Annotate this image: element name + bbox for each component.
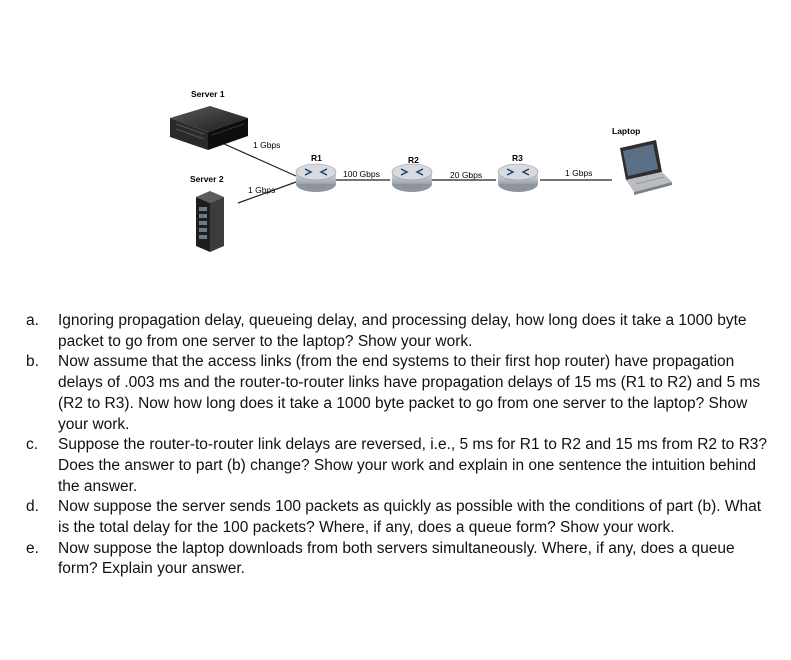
- server-2-icon: [196, 191, 224, 252]
- router-r3-label: R3: [512, 153, 523, 163]
- question-letter: a.: [26, 312, 39, 329]
- router-r1-label: R1: [311, 153, 322, 163]
- laptop-icon: [620, 140, 672, 195]
- question-letter: c.: [26, 436, 39, 454]
- server-2-label: Server 2: [190, 174, 224, 184]
- link-label-r2-r3: 20 Gbps: [450, 170, 483, 180]
- question-b: b. Now assume that the access links (fro…: [26, 352, 776, 435]
- network-diagram-graphics: [170, 106, 672, 252]
- router-r2-icon: [391, 163, 433, 192]
- question-a: a. Ignoring propagation delay, queueing …: [26, 311, 776, 352]
- question-d: d. Now suppose the server sends 100 pack…: [26, 497, 776, 538]
- question-text: Now assume that the access links (from t…: [58, 353, 761, 433]
- link-label-r1-r2: 100 Gbps: [343, 169, 380, 179]
- server-1-label: Server 1: [191, 89, 225, 99]
- question-text: Suppose the router-to-router link delays…: [58, 436, 768, 495]
- question-letter: d.: [26, 498, 39, 516]
- question-text: Now suppose the server sends 100 packets…: [58, 498, 762, 537]
- question-text: Now suppose the laptop downloads from bo…: [58, 539, 735, 578]
- question-letter: b.: [26, 353, 39, 371]
- question-letter: e.: [26, 539, 39, 557]
- network-diagram: Server 1 Server 2 R1 R2 R3 Laptop 1 Gbps…: [0, 0, 791, 300]
- link-server1-r1: [221, 142, 297, 177]
- question-e: e. Now suppose the laptop downloads from…: [26, 539, 776, 580]
- router-r2-label: R2: [408, 155, 419, 165]
- question-list: a. Ignoring propagation delay, queueing …: [26, 311, 776, 580]
- question-c: c. Suppose the router-to-router link del…: [26, 435, 776, 497]
- router-r3-icon: [497, 163, 539, 192]
- link-label-server1-r1: 1 Gbps: [253, 140, 281, 150]
- link-label-r3-laptop: 1 Gbps: [565, 168, 593, 178]
- link-server2-r1: [237, 181, 297, 204]
- router-r1-icon: [295, 163, 337, 192]
- server-1-icon: [170, 106, 248, 150]
- link-label-server2-r1: 1 Gbps: [248, 185, 276, 195]
- question-text: Ignoring propagation delay, queueing del…: [58, 312, 747, 350]
- laptop-label: Laptop: [612, 126, 641, 136]
